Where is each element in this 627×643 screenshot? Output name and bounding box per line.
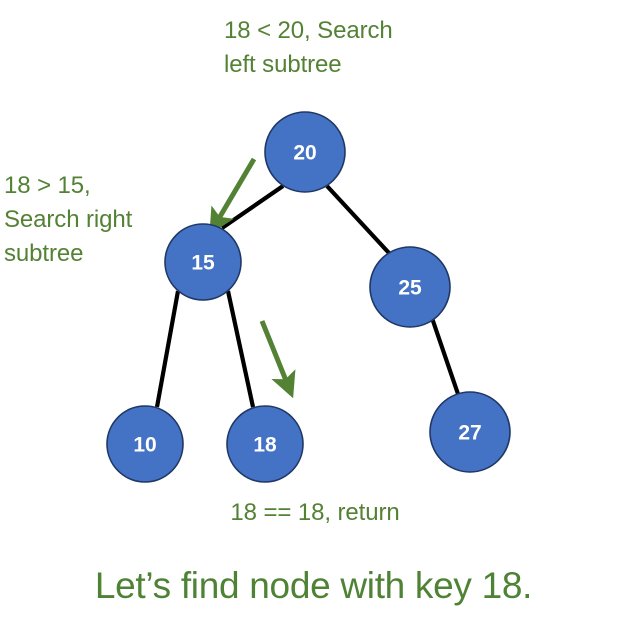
tree-node-15[interactable]: 15 — [164, 223, 242, 301]
annotation-found: 18 == 18, return — [230, 499, 400, 526]
node-label-25: 25 — [398, 277, 422, 300]
node-label-10: 10 — [133, 434, 156, 457]
tree-node-20[interactable]: 20 — [264, 111, 346, 193]
caption-text: Let’s find node with key 18. — [94, 565, 533, 606]
node-label-27: 27 — [458, 422, 481, 445]
node-label-20: 20 — [293, 142, 316, 165]
arrow-to-15-icon — [209, 157, 257, 235]
edge-20-15 — [220, 184, 285, 230]
node-circle-27[interactable] — [429, 391, 511, 473]
node-label-18: 18 — [253, 434, 277, 457]
node-circle-10[interactable] — [106, 405, 184, 483]
edge-25-27 — [430, 317, 460, 395]
edge-15-10 — [154, 290, 181, 408]
tree-node-25[interactable]: 25 — [369, 246, 451, 328]
search-path-arrows — [209, 157, 296, 399]
tree-node-10[interactable]: 10 — [106, 405, 184, 483]
tree-node-18[interactable]: 18 — [226, 405, 304, 483]
node-circle-15[interactable] — [164, 223, 242, 301]
tree-node-27[interactable]: 27 — [429, 391, 511, 473]
node-circle-18[interactable] — [226, 405, 304, 483]
node-circle-25[interactable] — [369, 246, 451, 328]
edge-20-25 — [325, 184, 391, 255]
node-circle-20[interactable] — [264, 111, 346, 193]
annotation-left-compare: 18 > 15, Search right subtree — [4, 172, 133, 267]
node-label-15: 15 — [191, 252, 215, 275]
annotation-root-compare: 18 < 20, Search left subtree — [224, 17, 393, 78]
edge-15-18 — [225, 290, 256, 408]
arrow-to-18-icon — [259, 320, 296, 399]
